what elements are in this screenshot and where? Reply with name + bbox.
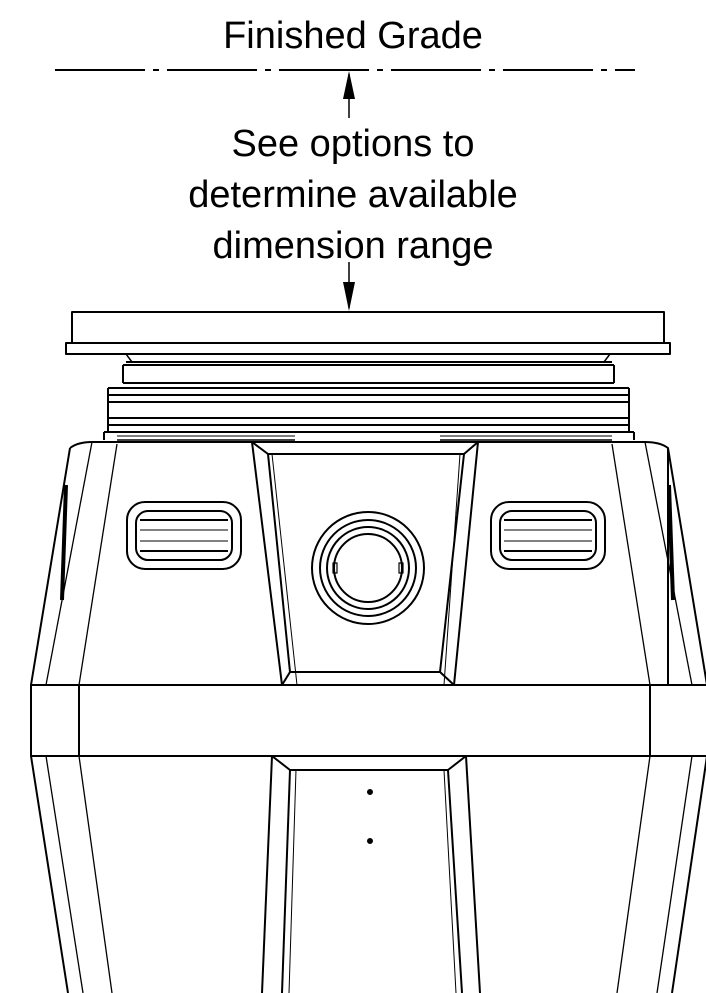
dimension-arrow-up <box>343 71 355 118</box>
dimension-note-line-3: dimension range <box>212 225 494 267</box>
middle-band <box>30 684 706 757</box>
riser-collar <box>103 353 635 441</box>
dimension-arrow-down <box>343 262 355 311</box>
center-panel <box>251 441 479 686</box>
dimension-note-line-1: See options to <box>231 123 475 165</box>
tank-body-upper <box>30 441 706 686</box>
inlet-fitting <box>311 511 425 625</box>
lower-center-panel <box>261 755 481 993</box>
left-handle <box>126 501 242 570</box>
dimension-note-line-2: determine available <box>188 174 518 216</box>
finished-grade-label: Finished Grade <box>223 15 483 57</box>
lid <box>65 311 671 355</box>
right-handle <box>490 501 606 570</box>
tank-body-lower <box>30 755 706 993</box>
